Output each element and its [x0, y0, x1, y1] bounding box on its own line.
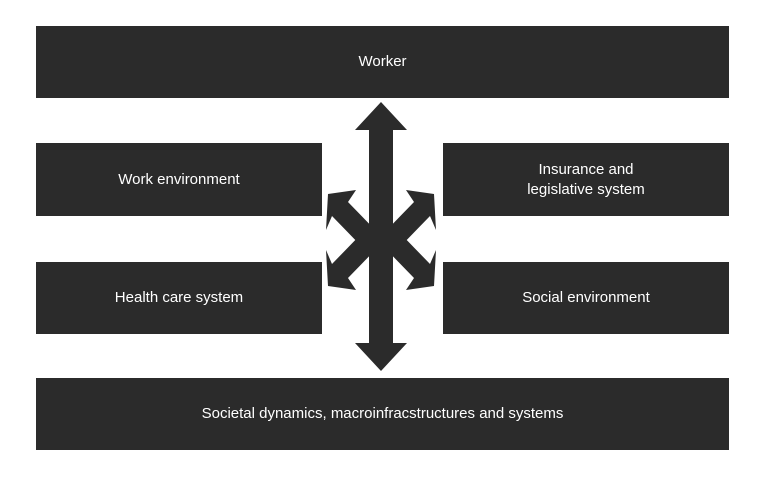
societal-dynamics-box: Societal dynamics, macroinfracstructures…	[36, 378, 729, 450]
health-care-box: Health care system	[36, 262, 322, 334]
arrow-hub	[366, 225, 396, 255]
work-environment-label: Work environment	[118, 170, 240, 188]
worker-box: Worker	[36, 26, 729, 98]
insurance-legislative-box: Insurance and legislative system	[443, 143, 729, 216]
health-care-label: Health care system	[114, 289, 244, 306]
insurance-legislative-label: Insurance and legislative system	[527, 160, 645, 198]
social-environment-label: Social environment	[522, 289, 650, 306]
societal-dynamics-label: Societal dynamics, macroinfracstructures…	[201, 405, 564, 422]
work-environment-box: Work environment	[36, 143, 322, 216]
worker-label: Worker	[358, 53, 407, 70]
social-environment-box: Social environment	[443, 262, 729, 334]
